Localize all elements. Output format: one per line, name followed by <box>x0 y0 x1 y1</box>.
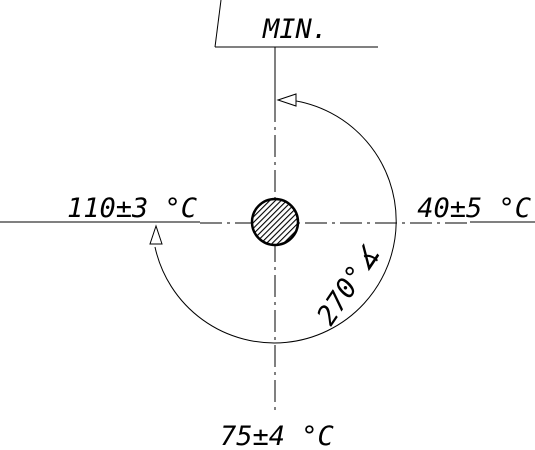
arc-arrowhead-left <box>149 224 163 245</box>
min-label-box <box>214 0 378 48</box>
bottom-temperature-label: 75±4 °C <box>220 421 334 450</box>
arc-arrowhead-top <box>276 93 297 107</box>
right-temperature-label: 40±5 °C <box>417 193 531 224</box>
min-label: MIN. <box>262 14 328 45</box>
shaft-section-hatched <box>250 197 300 247</box>
rotation-arc <box>154 99 397 344</box>
left-temperature-label: 110±3 °C <box>67 193 197 224</box>
